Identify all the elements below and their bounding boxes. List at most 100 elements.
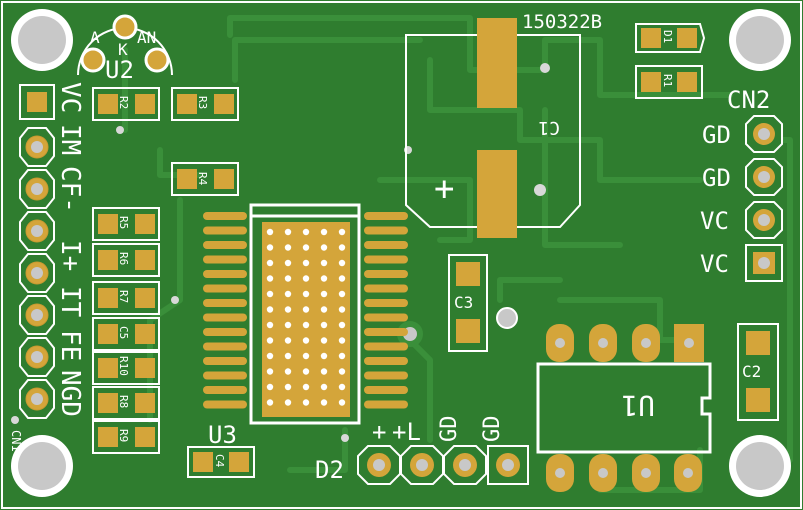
u1-component: U1 (536, 324, 712, 492)
header-label-fe: FE (55, 330, 85, 361)
thermal-via (266, 352, 274, 360)
thermal-via (338, 383, 346, 391)
d2-pin-plus-l: +L (392, 418, 421, 446)
u2-pin-an: AN (137, 28, 156, 47)
thermal-via (266, 259, 274, 267)
thermal-via (320, 244, 328, 251)
thermal-via (302, 337, 310, 344)
d1-component: D1 (635, 23, 706, 53)
thermal-via (266, 337, 274, 344)
thermal-via (302, 321, 310, 329)
u3-pin-pad (203, 284, 247, 293)
u3-pin-pad (364, 386, 408, 394)
header-label-vc: VC (55, 82, 85, 113)
u3-pin-pad (364, 212, 408, 220)
cn2-pin-vc-2: VC (700, 250, 729, 278)
u3-pin-pad (203, 342, 247, 351)
thermal-via (320, 306, 328, 313)
thermal-via (320, 290, 328, 298)
thermal-via (284, 306, 292, 313)
u3-pin-pad (364, 284, 408, 293)
thermal-via (302, 244, 310, 251)
u3-pin-pad (203, 255, 247, 264)
d2-pin-gd-1: GD (437, 416, 462, 443)
r7-label: R7 (117, 290, 130, 303)
header-ref: CN1 (9, 430, 23, 452)
thermal-via (284, 259, 292, 267)
vias (11, 63, 550, 442)
thermal-via (338, 228, 346, 236)
via-large (496, 307, 518, 329)
u2-pin-a: A (90, 28, 100, 47)
thermal-via (266, 368, 274, 375)
u3-pin-pad (364, 342, 408, 351)
c2-component: C2 (737, 323, 779, 421)
thermal-via (338, 306, 346, 313)
thermal-via (302, 383, 310, 391)
u3-pin-pad (203, 400, 247, 409)
u3-pin-pad (364, 299, 408, 307)
thermal-via (266, 275, 274, 282)
u3-pin-pad (203, 371, 247, 380)
r6-label: R6 (117, 252, 130, 265)
u3-pin-pad (203, 299, 247, 307)
r8-label: R8 (117, 395, 130, 408)
u3-pin-pad (203, 226, 247, 235)
thermal-via (266, 383, 274, 391)
r1-component: R1 (635, 65, 703, 99)
r3-label: R3 (196, 96, 209, 109)
mounting-holes (11, 9, 791, 497)
thermal-via (284, 321, 292, 329)
thermal-via (266, 321, 274, 329)
thermal-via (320, 259, 328, 267)
u2-ref: U2 (105, 56, 134, 84)
u1-ref: U1 (621, 389, 655, 422)
thermal-via (284, 337, 292, 344)
resistor-pads (98, 94, 234, 447)
thermal-via (320, 383, 328, 391)
thermal-via (338, 352, 346, 360)
thermal-via (284, 244, 292, 251)
c1-label: C1 (538, 117, 560, 138)
u3-pin-pad (364, 255, 408, 264)
thermal-via (320, 352, 328, 360)
u2-pin-k: K (118, 40, 128, 59)
thermal-via (302, 306, 310, 313)
u3-pin-pad (364, 357, 408, 365)
header-label-i-plus: I+ (55, 240, 85, 271)
c4-label: C4 (213, 454, 226, 468)
u3-pin-pad (203, 328, 247, 336)
cn2-pin-vc-1: VC (700, 207, 729, 235)
r4-label: R4 (196, 172, 209, 186)
thermal-via (338, 399, 346, 406)
thermal-via (338, 368, 346, 375)
thermal-via (284, 383, 292, 391)
d2-connector: D2 + +L GD GD (315, 416, 529, 485)
u3-pin-pad (203, 313, 247, 322)
header-label-ngd: NGD (55, 370, 85, 417)
d1-label: D1 (661, 30, 674, 43)
c3-component: C3 (448, 254, 488, 352)
left-pin-header: VC IM CF- I+ IT FE NGD CN1 (9, 82, 85, 452)
thermal-via (302, 259, 310, 267)
thermal-via (338, 275, 346, 282)
cn2-ref: CN2 (727, 86, 770, 114)
cn2-pin-gd-1: GD (702, 121, 731, 149)
thermal-via (302, 228, 310, 236)
thermal-via (320, 275, 328, 282)
r10-label: R10 (117, 356, 130, 376)
u3-pin-pad (364, 313, 408, 322)
u3-pin-pad (364, 226, 408, 235)
u3-pin-pad (364, 328, 408, 336)
d2-pin-plus: + (372, 418, 386, 446)
u3-pin-pad (364, 241, 408, 249)
thermal-via (338, 337, 346, 344)
thermal-via (266, 306, 274, 313)
u3-pin-pad (364, 371, 408, 380)
thermal-via (338, 244, 346, 251)
header-label-cf: CF- (55, 166, 85, 213)
thermal-via (320, 399, 328, 406)
u3-pin-pad (364, 400, 408, 409)
